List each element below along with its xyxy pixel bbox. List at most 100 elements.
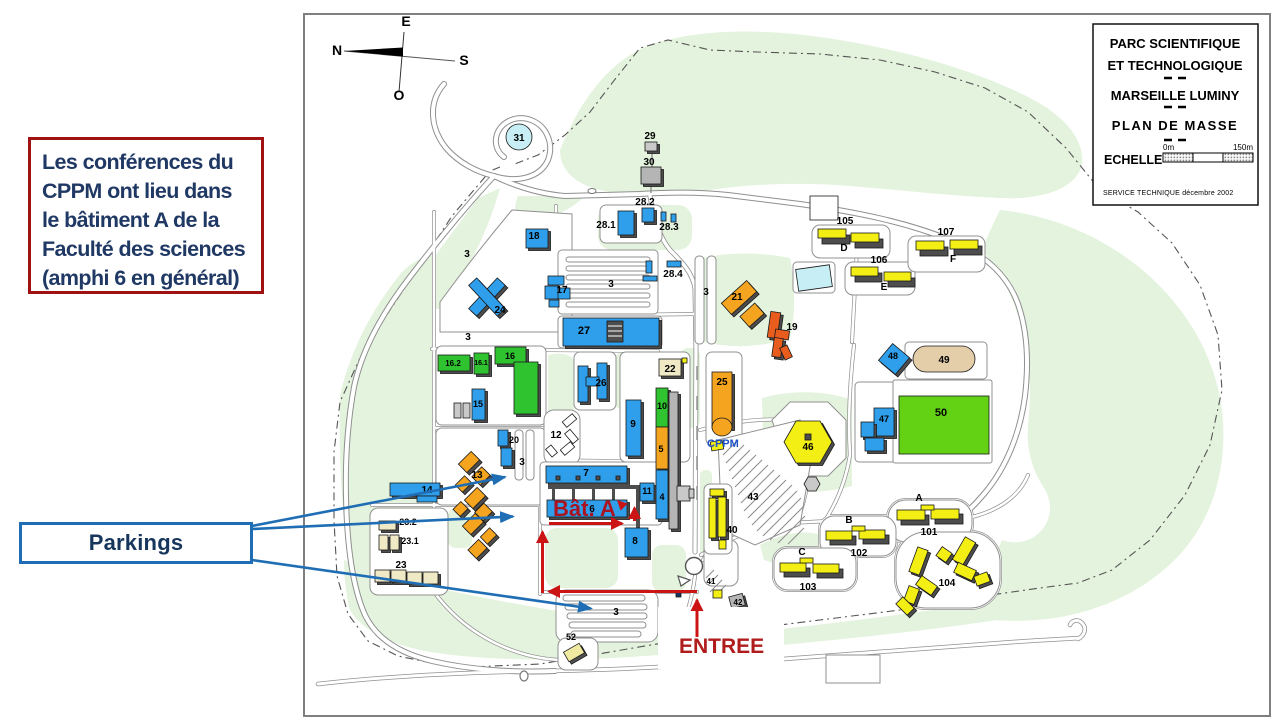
- building-23-2: [378, 520, 397, 531]
- building-28-3a: [660, 211, 667, 222]
- label-23: 23: [395, 560, 407, 571]
- building-14-annex: [416, 495, 438, 503]
- label-28-1: 28.1: [596, 220, 616, 231]
- label-29: 29: [644, 131, 656, 142]
- building-30: [640, 166, 662, 185]
- building-28-4b: [666, 260, 682, 268]
- legend-scale-start: 0m: [1163, 143, 1174, 152]
- building-21-a: [720, 279, 758, 316]
- compass-west: O: [394, 87, 405, 103]
- label-28-2: 28.2: [635, 197, 655, 208]
- label-25: 25: [716, 377, 728, 388]
- building-104-h: [895, 596, 915, 616]
- building-20-a: [497, 429, 509, 447]
- building-40-c: [718, 539, 727, 550]
- building-28-4c: [642, 275, 658, 282]
- label-46: 46: [802, 442, 814, 453]
- building-7-dot4: [615, 475, 621, 481]
- building-102-b: [858, 529, 886, 540]
- building-17-c: [557, 287, 571, 300]
- parking-small-vertical: [514, 429, 535, 481]
- building-23-1b: [389, 534, 400, 551]
- yellow-bit-25: [709, 439, 725, 452]
- building-40-top: [709, 488, 725, 497]
- label-105: 105: [837, 216, 854, 227]
- label-7: 7: [583, 468, 589, 479]
- label-52: 52: [566, 632, 576, 642]
- label-8: 8: [632, 536, 638, 547]
- building-12-b: [564, 428, 579, 445]
- building-7-dot1: [555, 475, 561, 481]
- label-42: 42: [734, 598, 743, 607]
- buildings-layer: [374, 123, 994, 665]
- building-16-tower: [513, 361, 539, 415]
- building-107-b: [949, 239, 979, 250]
- road-3-f: 3: [613, 607, 619, 618]
- building-101-b: [930, 508, 960, 520]
- legend-title-1: PARC SCIENTIFIQUE: [1110, 36, 1241, 51]
- gray-annex2: [688, 488, 695, 499]
- building-7-dot2: [575, 475, 581, 481]
- building-41-a: [712, 589, 723, 599]
- building-23-d: [422, 571, 439, 585]
- annotation-line: (amphi 6 en général): [42, 266, 240, 290]
- building-18: [525, 228, 549, 249]
- building-28-1: [617, 210, 635, 236]
- label-26: 26: [595, 378, 607, 389]
- label-16-2: 16.2: [445, 359, 461, 368]
- legend-scale-end: 150m: [1233, 143, 1253, 152]
- label-30: 30: [643, 157, 655, 168]
- building-12-c: [559, 441, 576, 456]
- building-101-a: [896, 509, 926, 521]
- label-16-1: 16.1: [474, 360, 488, 367]
- building-42: [728, 592, 746, 610]
- parking-roundabout-stripes: [705, 569, 727, 599]
- building-19-d: [779, 344, 793, 361]
- gray-hexagon: [803, 476, 821, 492]
- building-12-a: [561, 413, 578, 428]
- yellow-dot: [681, 357, 688, 364]
- gray-annex: [676, 485, 691, 502]
- label-107: 107: [938, 227, 955, 238]
- building-6: [546, 499, 628, 518]
- legend-plan: PLAN DE MASSE: [1112, 118, 1238, 133]
- label-18: 18: [528, 231, 540, 242]
- canopy-post4: [612, 489, 615, 501]
- building-29: [644, 141, 658, 152]
- canopy-post5: [636, 487, 640, 529]
- label-17: 17: [556, 285, 568, 296]
- building-16-2: [437, 354, 471, 372]
- building-52: [562, 642, 586, 663]
- label-d: D: [840, 243, 847, 254]
- building-103-b: [812, 563, 840, 574]
- label-41: 41: [707, 577, 716, 586]
- label-5: 5: [658, 444, 663, 454]
- road-3-a: 3: [464, 249, 470, 260]
- label-11: 11: [642, 486, 652, 496]
- compass-needle: [344, 47, 403, 57]
- parking-43-stripes: [722, 439, 806, 545]
- label-16: 16: [505, 351, 515, 361]
- building-13-9: [467, 538, 488, 560]
- cppm-label: CPPM: [707, 438, 739, 450]
- building-48: [877, 342, 911, 376]
- canopy-post3: [592, 489, 595, 501]
- legend-city: MARSEILLE LUMINY: [1111, 88, 1240, 103]
- building-26-mid: [585, 376, 600, 387]
- building-107-a: [915, 240, 945, 251]
- building-13-5: [452, 501, 469, 517]
- building-105-b: [850, 232, 880, 243]
- legend-scale-bar: [1162, 152, 1254, 163]
- bat-a-label: Bât. A: [553, 496, 616, 521]
- label-102: 102: [851, 548, 868, 559]
- building-15-annex2: [462, 402, 471, 419]
- parkings-box: Parkings: [19, 522, 253, 564]
- label-24: 24: [494, 305, 506, 316]
- label-12: 12: [550, 430, 562, 441]
- building-17-d: [548, 299, 560, 308]
- parkings-label: Parkings: [88, 530, 184, 555]
- building-104-e: [973, 571, 991, 587]
- building-20-b: [500, 447, 513, 467]
